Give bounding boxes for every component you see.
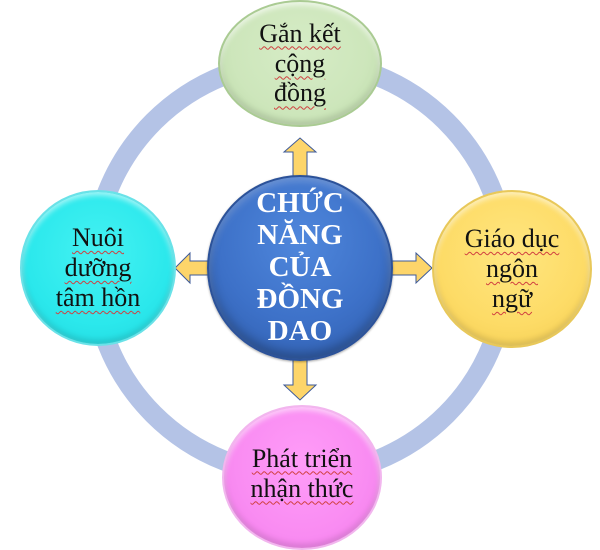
node-community-bonding-label: Gắn kết cộng đồng <box>259 18 341 108</box>
center-node-functions-of-dong-dao: CHỨC NĂNG CỦA ĐỒNG DAO <box>207 175 393 361</box>
arrow-down-icon <box>282 359 318 401</box>
node-language-education: Giáo dục ngôn ngữ <box>432 190 592 348</box>
node-nurture-soul-label: Nuôi dưỡng tâm hồn <box>55 223 141 312</box>
arrow-right-icon <box>391 251 433 285</box>
node-nurture-soul: Nuôi dưỡng tâm hồn <box>20 190 176 346</box>
node-language-education-label: Giáo dục ngôn ngữ <box>464 224 560 313</box>
center-node-title: CHỨC NĂNG CỦA ĐỒNG DAO <box>256 187 344 347</box>
node-community-bonding: Gắn kết cộng đồng <box>218 0 382 127</box>
arrow-up-icon <box>282 137 318 179</box>
node-cognitive-development: Phát triển nhận thức <box>222 405 382 550</box>
node-cognitive-development-label: Phát triển nhận thức <box>250 443 354 503</box>
arrow-left-icon <box>174 251 210 285</box>
